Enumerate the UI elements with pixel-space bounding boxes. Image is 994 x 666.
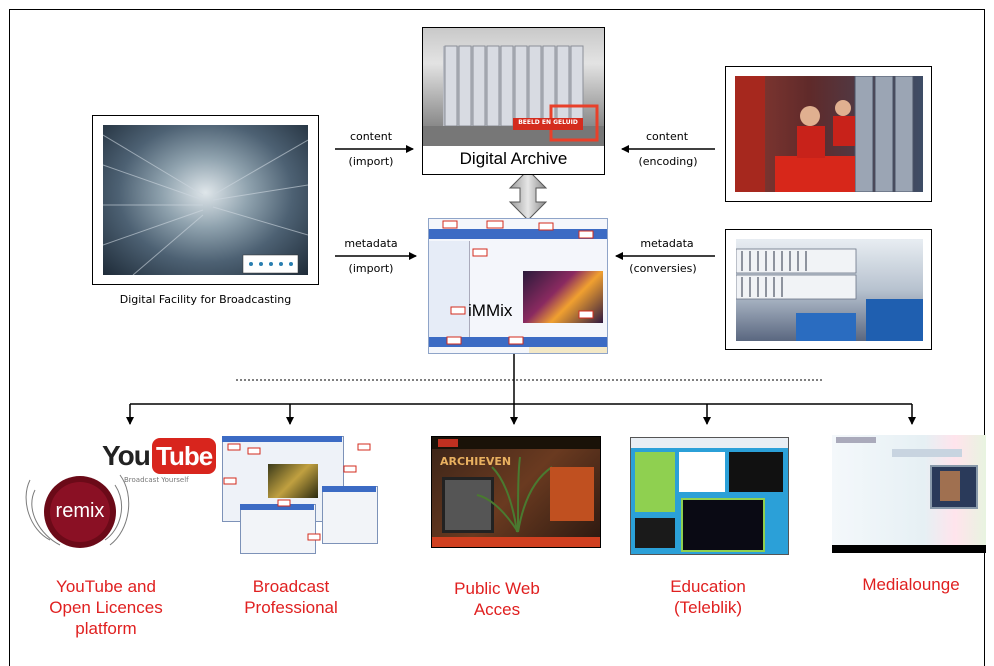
education-screenshot bbox=[630, 437, 789, 555]
broadcast-professional-screens bbox=[218, 434, 378, 554]
label-conversies-right: (conversies) bbox=[629, 262, 697, 275]
youtube-tube: Tube bbox=[152, 438, 217, 474]
digital-archive-box: BEELD EN GELUID Digital Archive bbox=[422, 27, 605, 175]
immix-screenshot bbox=[428, 218, 608, 354]
server-image: BEELD EN GELUID bbox=[423, 28, 604, 146]
youtube-slogan: Broadcast Yourself bbox=[124, 476, 189, 484]
label-metadata-right: metadata bbox=[640, 237, 694, 250]
remix-logo: remix bbox=[20, 460, 140, 560]
medialounge-screenshot bbox=[832, 435, 986, 553]
conversies-photo bbox=[725, 229, 932, 350]
label-content-right: content bbox=[645, 130, 689, 143]
diagram-frame bbox=[9, 9, 985, 666]
label-import-left: (import) bbox=[348, 155, 394, 168]
output-title-public-web: Public Web Acces bbox=[454, 579, 540, 619]
remix-text: remix bbox=[55, 500, 105, 522]
double-arrow bbox=[508, 169, 548, 221]
output-title-medialounge: Medialounge bbox=[862, 575, 960, 594]
label-import-left2: (import) bbox=[348, 262, 394, 275]
output-title-youtube: YouTube and Open Licences platform bbox=[49, 577, 163, 638]
public-web-screenshot: ARCHIEVEN bbox=[431, 436, 601, 548]
digital-facility-photo bbox=[92, 115, 319, 285]
label-encoding-right: (encoding) bbox=[638, 155, 698, 168]
youtube-logo: You Tube Broadcast Yourself bbox=[100, 436, 217, 486]
output-title-broadcast: Broadcast Professional bbox=[244, 577, 338, 617]
youtube-you: You bbox=[102, 440, 151, 471]
immix-label: iMMix bbox=[468, 301, 513, 320]
label-content-left: content bbox=[349, 130, 393, 143]
encoding-photo bbox=[725, 66, 932, 202]
digital-archive-title: Digital Archive bbox=[459, 149, 568, 168]
brand-label: BEELD EN GELUID bbox=[518, 119, 578, 126]
archieven-title: ARCHIEVEN bbox=[440, 455, 512, 468]
facility-caption: Digital Facility for Broadcasting bbox=[119, 293, 292, 306]
label-metadata-left: metadata bbox=[344, 237, 398, 250]
output-title-education: Education (Teleblik) bbox=[670, 577, 746, 617]
